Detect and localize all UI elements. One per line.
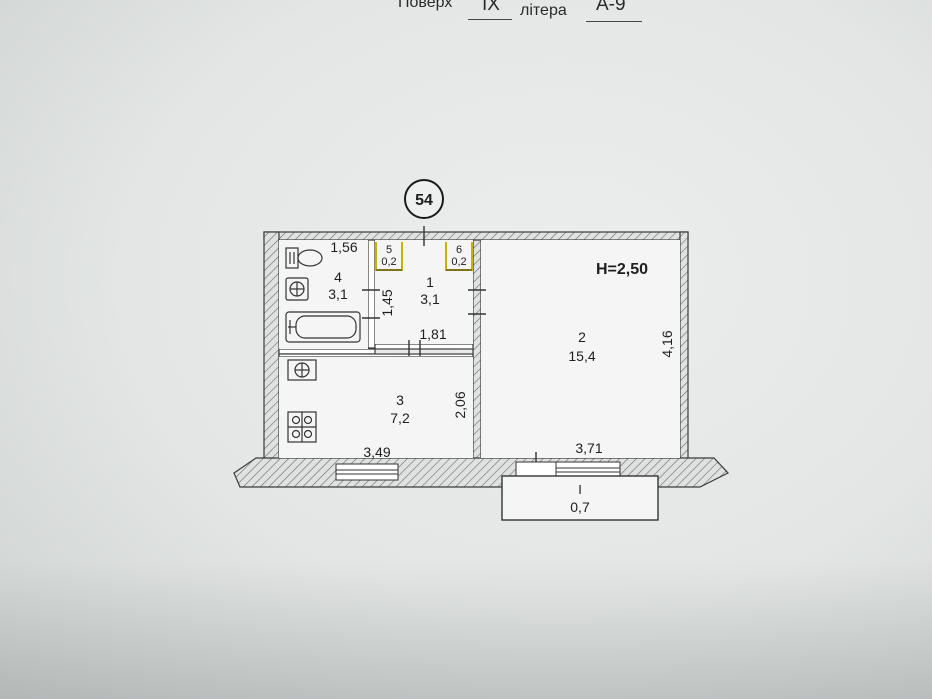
kitchen-sink-icon [287,359,317,381]
litera-underline [586,21,642,22]
balcony [501,475,659,521]
floor-underline [468,19,512,20]
stove-icon [287,411,317,443]
room-2-area: 15,4 [568,348,595,364]
dim-kitchen-width: 3,49 [363,444,390,460]
room-1-floor [375,240,473,344]
room-2-number: 2 [578,329,586,345]
dim-corridor-width: 1,81 [419,326,446,342]
apartment-number-circle [404,179,444,219]
room-4-number: 4 [334,269,342,285]
room-3-number: 3 [396,392,404,408]
room-6-number: 6 [456,244,462,256]
floor-value: ІХ [482,0,500,15]
room-2-floor [481,240,680,458]
balcony-number: I [578,482,582,497]
photo-shadow [0,560,932,699]
room-5-area: 0,2 [381,256,396,268]
wall-top [263,231,689,241]
balcony-door-gap [515,461,557,477]
room-1-number: 1 [426,274,434,290]
dim-bath-width: 1,56 [330,239,357,255]
dim-living-width: 3,71 [575,440,602,456]
room-1-area: 3,1 [420,291,440,307]
wall-left [263,231,280,476]
litera-label: літера [520,2,567,19]
fixtures [285,247,361,443]
bathtub-icon [285,311,361,343]
apartment-number: 54 [415,192,433,209]
toilet-icon [285,247,323,269]
windows [335,461,621,481]
litera-value: А-9 [596,0,626,15]
room-5-number: 5 [386,244,392,256]
kitchen-window [335,463,399,481]
dim-corridor-height: 1,45 [379,289,395,316]
partition-bath-corridor [367,239,376,349]
dim-living-height: 4,16 [659,330,675,357]
door-marks [362,226,537,476]
sink-icon [285,277,309,301]
room-4-area: 3,1 [328,286,348,302]
balcony-area: 0,7 [570,499,590,515]
ceiling-height: Н=2,50 [596,261,648,278]
partition-kitchen-top [278,353,474,358]
dim-kitchen-height: 2,06 [452,391,468,418]
partition-bath-bottom [278,348,376,355]
closets [375,242,473,271]
room-6-area: 0,2 [451,256,466,268]
room-3-area: 7,2 [390,410,410,426]
floor-label: Поверх [398,0,453,11]
wall-partition-center [472,239,482,463]
room-3-floor [279,357,473,458]
wall-right [679,231,689,461]
room-floors [279,240,680,458]
partition-corridor-bottom [374,343,474,350]
